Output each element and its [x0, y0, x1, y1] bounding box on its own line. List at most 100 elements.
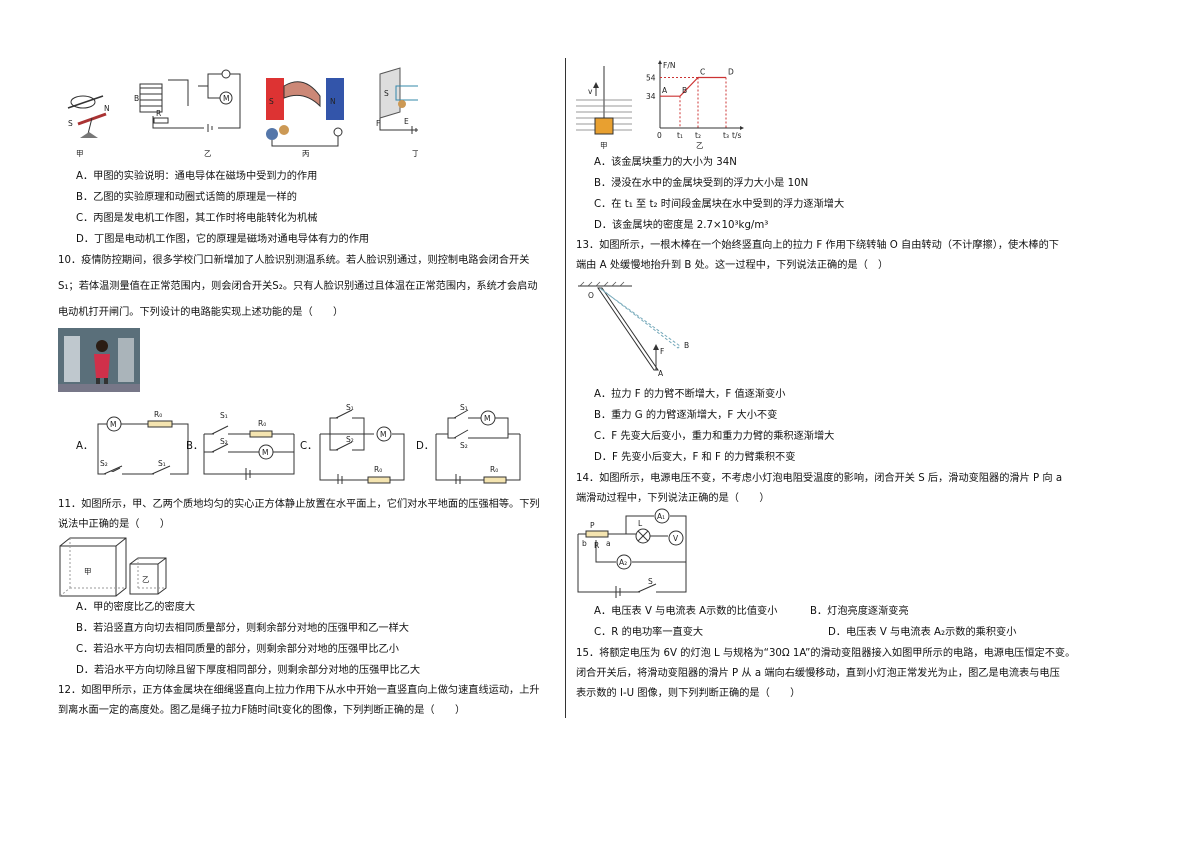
q14-stem-line1: 14．如图所示，电源电压不变，不考虑小灯泡电阻受温度的影响，闭合开关 S 后，滑…: [576, 473, 1063, 484]
x-axis-arrow: [740, 126, 744, 130]
svg-text:A₁: A₁: [657, 512, 665, 521]
q14-option-c: C．R 的电功率一直变大: [594, 627, 704, 638]
svg-text:R₀: R₀: [374, 465, 382, 474]
cube-jia: 甲: [59, 537, 127, 597]
column-divider: [565, 58, 566, 718]
q15-stem-line3: 表示数的 I-U 图像，则下列判断正确的是（ ）: [576, 688, 801, 699]
q10-stem-line1: 10．疫情防控期间，很多学校门口新增加了人脸识别测温系统。若人脸识别通过，则控制…: [58, 255, 530, 266]
x-tick-label: t₃: [723, 131, 729, 140]
svg-text:b: b: [582, 539, 587, 548]
q10-stem-line3: 电动机打开闸门。下列设计的电路能实现上述功能的是（ ）: [58, 307, 344, 318]
svg-text:V: V: [673, 534, 679, 543]
q14-option-a: A．电压表 V 与电流表 A示数的比值变小: [594, 606, 778, 617]
q10-label-b: B．: [186, 441, 204, 452]
svg-text:R₀: R₀: [258, 419, 266, 428]
svg-text:B: B: [684, 341, 689, 350]
svg-text:N: N: [104, 104, 110, 113]
fig-label: 甲: [76, 149, 84, 158]
q13-option-a: A．拉力 F 的力臂不断增大，F 值逐渐变小: [594, 389, 786, 400]
q14-stem-line2: 端滑动过程中，下列说法正确的是（ ）: [576, 493, 770, 504]
svg-text:N: N: [330, 97, 336, 106]
svg-text:O: O: [588, 291, 594, 300]
fig-label: 丁: [412, 149, 418, 158]
q10-photo: [58, 328, 140, 392]
x-tick-label: t₂: [695, 131, 701, 140]
point-label: B: [682, 86, 687, 95]
svg-text:R: R: [594, 541, 599, 550]
q11-stem-line2: 说法中正确的是（ ）: [58, 519, 171, 530]
point-label: D: [728, 67, 734, 76]
q10-stem-line2: S₁；若体温测量值在正常范围内，则会闭合开关S₂。只有人脸识别通过且体温在正常范…: [58, 281, 538, 292]
q13-stem-line1: 13．如图所示，一根木棒在一个始终竖直向上的拉力 F 作用下绕转轴 O 自由转动…: [576, 240, 1059, 251]
svg-text:M: M: [484, 414, 490, 423]
q9-option-a: A．甲图的实验说明：通电导体在磁场中受到力的作用: [76, 171, 318, 182]
svg-text:S₂: S₂: [100, 459, 108, 468]
y-tick-label: 54: [646, 73, 656, 82]
svg-text:A₂: A₂: [619, 558, 627, 567]
svg-text:a: a: [606, 539, 611, 548]
q12-option-c: C．在 t₁ 至 t₂ 时间段金属块在水中受到的浮力逐渐增大: [594, 199, 845, 210]
q13-option-c: C．F 先变大后变小，重力和重力力臂的乘积逐渐增大: [594, 431, 835, 442]
y-axis-label: F/N: [663, 61, 675, 70]
svg-text:M: M: [380, 430, 386, 439]
circuit-d: S₁ M S₂ R₀: [435, 404, 521, 484]
y-tick-label: 34: [646, 92, 656, 101]
svg-text:B: B: [134, 94, 139, 103]
q11-option-d: D．若沿水平方向切除且留下厚度相同部分，则剩余部分对地的压强甲比乙大: [76, 665, 421, 676]
q12-fig-jia: v 甲: [576, 66, 632, 150]
svg-text:S₁: S₁: [158, 459, 166, 468]
svg-text:S: S: [384, 89, 389, 98]
q14-option-d: D．电压表 V 与电流表 A₂示数的乘积变小: [828, 627, 1017, 638]
point-label: A: [662, 86, 668, 95]
circuit-c: M S₁ S₂ R₀: [319, 404, 405, 484]
q10-label-a: A．: [76, 441, 94, 452]
svg-text:M: M: [110, 420, 116, 429]
q9-option-c: C．丙图是发电机工作图，其工作时将电能转化为机械: [76, 213, 318, 224]
q9-option-b: B．乙图的实验原理和动圈式话筒的原理是一样的: [76, 192, 297, 203]
cube-yi: 乙: [129, 557, 167, 595]
svg-text:S: S: [648, 577, 653, 586]
svg-text:S: S: [68, 119, 73, 128]
fig-yi-relay: M B R: [134, 69, 241, 132]
q10-label-c: C．: [300, 441, 318, 452]
svg-text:F: F: [660, 347, 664, 356]
svg-text:R: R: [156, 109, 161, 118]
q11-option-a: A．甲的密度比乙的密度大: [76, 602, 196, 613]
q11-cubes: 甲 乙: [59, 537, 167, 597]
svg-text:R₀: R₀: [490, 465, 498, 474]
x-tick-label: 0: [657, 131, 662, 140]
svg-text:S₂: S₂: [220, 437, 228, 446]
svg-text:v: v: [588, 87, 593, 96]
q12-fig-jia-label: 甲: [600, 141, 608, 150]
cube-yi-label: 乙: [142, 575, 150, 584]
svg-text:S: S: [269, 97, 274, 106]
x-tick-label: t₁: [677, 131, 683, 140]
q13-lever-figure: O F AB: [578, 281, 689, 378]
chart-caption: 乙: [696, 141, 704, 150]
q9-option-d: D．丁图是电动机工作图，它的原理是磁场对通电导体有力的作用: [76, 234, 370, 245]
svg-text:M: M: [262, 448, 268, 457]
fig-jia-oersted: SN: [67, 95, 110, 138]
q12-option-a: A．该金属块重力的大小为 34N: [594, 157, 737, 168]
q11-option-c: C．若沿水平方向切去相同质量的部分，则剩余部分对地的压强甲比乙小: [76, 644, 399, 655]
svg-text:M: M: [223, 94, 229, 103]
q9-figures: SN M BR SN SN FE 甲 乙 丙 丁: [67, 67, 418, 158]
q15-stem-line1: 15．将额定电压为 6V 的灯泡 L 与规格为“30Ω 1A”的滑动变阻器接入如…: [576, 648, 1076, 659]
q13-option-d: D．F 先变小后变大，F 和 F 的力臂乘积不变: [594, 452, 796, 463]
y-axis-arrow: [658, 60, 662, 64]
circuit-a: M R₀ S₂ S₁: [97, 410, 189, 476]
fig-label: 丙: [302, 149, 310, 158]
q11-stem-line1: 11．如图所示，甲、乙两个质地均匀的实心正方体静止放置在水平面上，它们对水平地面…: [58, 499, 540, 510]
x-axis-label: t/s: [732, 131, 741, 140]
circuit-b: S₁ R₀ S₂ M: [203, 411, 295, 480]
fig-label: 乙: [204, 149, 212, 158]
q10-label-d: D．: [416, 441, 435, 452]
svg-text:R₀: R₀: [154, 410, 162, 419]
svg-text:S₁: S₁: [346, 404, 354, 412]
q11-option-b: B．若沿竖直方向切去相同质量部分，则剩余部分对地的压强甲和乙一样大: [76, 623, 409, 634]
svg-text:S₁: S₁: [220, 411, 228, 420]
svg-text:L: L: [638, 519, 643, 528]
